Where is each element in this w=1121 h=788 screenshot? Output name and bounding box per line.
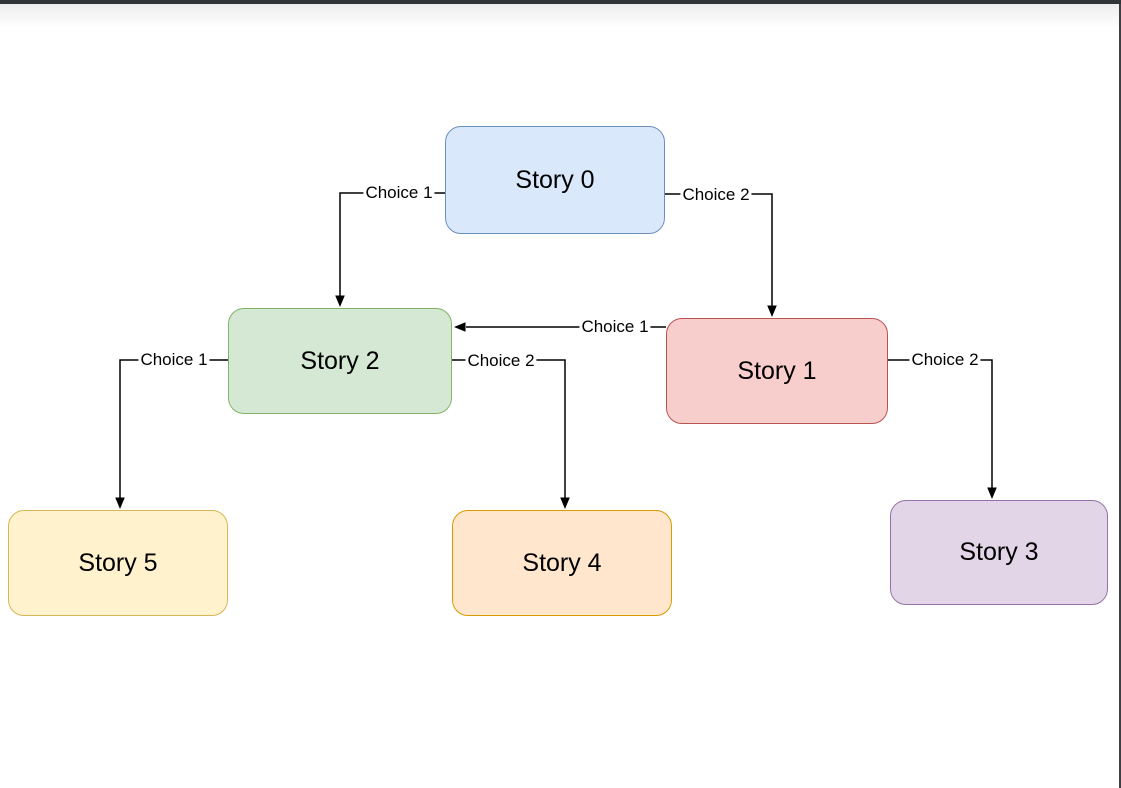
edge-label-story1-story3: Choice 2 — [909, 349, 981, 371]
edge-label-story1-story2: Choice 1 — [579, 316, 651, 338]
node-story-1: Story 1 — [666, 318, 888, 424]
node-story-2: Story 2 — [228, 308, 452, 414]
edge-label-story0-story1: Choice 2 — [680, 184, 752, 206]
node-story-3-label: Story 3 — [959, 538, 1039, 566]
top-shadow-gradient — [0, 4, 1121, 28]
edge-label-story0-story2: Choice 1 — [363, 182, 435, 204]
node-story-0: Story 0 — [445, 126, 665, 234]
edge-label-story2-story4: Choice 2 — [465, 350, 537, 372]
node-story-0-label: Story 0 — [515, 165, 595, 194]
node-story-1-label: Story 1 — [737, 356, 817, 385]
node-story-3: Story 3 — [890, 500, 1108, 605]
node-story-2-label: Story 2 — [300, 346, 380, 375]
node-story-5: Story 5 — [8, 510, 228, 616]
node-story-4: Story 4 — [452, 510, 672, 616]
node-story-4-label: Story 4 — [522, 548, 602, 577]
window-right-edge — [1119, 0, 1121, 788]
window-top-edge — [0, 0, 1121, 4]
edge-label-story2-story5: Choice 1 — [138, 349, 210, 371]
node-story-5-label: Story 5 — [78, 548, 158, 577]
